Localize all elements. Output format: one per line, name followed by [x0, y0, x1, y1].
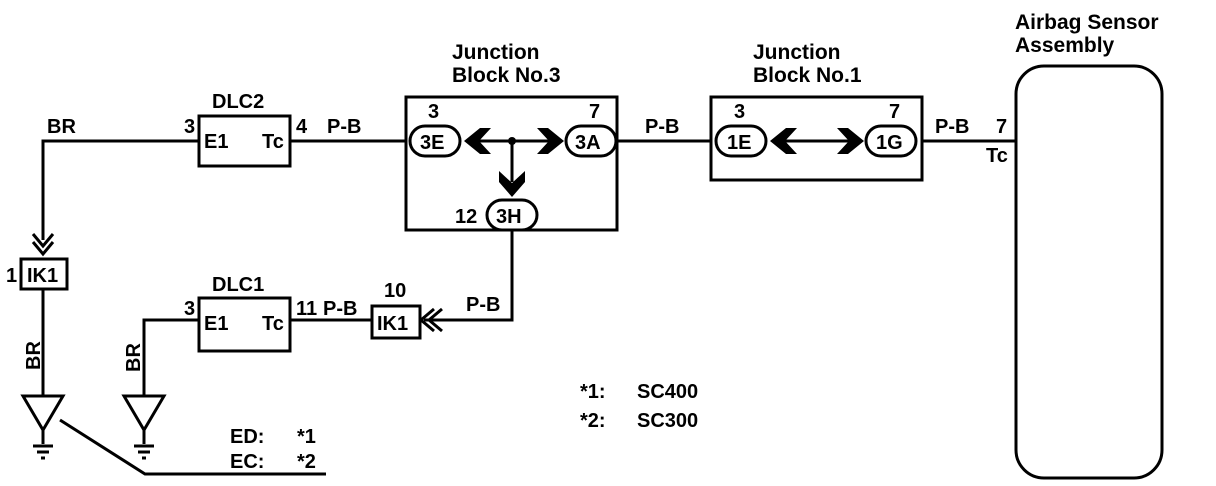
jb3-connector-3a-pin: 7: [589, 101, 600, 123]
jb3-chevron-right-icon: [537, 128, 564, 154]
jb3-connector-3a: [564, 124, 618, 158]
ground-note-ec-val: *2: [297, 451, 316, 473]
jb3-chevron-left-icon: [464, 128, 491, 154]
jb3-connector-3e-pin: 3: [428, 101, 439, 123]
jb1-title-line2: Block No.1: [753, 64, 862, 87]
wire-label-pb-3h-ik1: P-B: [466, 294, 500, 316]
jb3-connector-3h-label: 3H: [496, 206, 522, 228]
jb1-chevron-left-icon: [770, 128, 797, 154]
jb1-connector-1g-label: 1G: [876, 132, 903, 154]
jb3-connector-3h: [485, 198, 539, 232]
wire-label-br-left-vertical: BR: [23, 341, 45, 370]
jb3-title-line1: Junction: [452, 41, 540, 64]
jb3-connector-3e-label: 3E: [420, 132, 444, 154]
ik1-left-box: [19, 257, 69, 291]
jb3-connector-3e: [408, 124, 462, 158]
jb3-title-line2: Block No.3: [452, 64, 561, 87]
jb1-chevron-right-icon: [837, 128, 864, 154]
wire-label-br-dlc1-vertical: BR: [123, 343, 145, 372]
ik1-mid-label: IK1: [377, 313, 408, 335]
dlc2-title: DLC2: [212, 91, 264, 113]
ground-note-leader: [59, 418, 326, 476]
legend-row1-key: *1:: [580, 381, 606, 403]
ground-note-ed-key: ED:: [230, 426, 264, 448]
jb1-connector-1e-label: 1E: [727, 132, 751, 154]
dlc2-left-num: 3: [184, 116, 195, 138]
ground-note-ec-key: EC:: [230, 451, 264, 473]
jb1-connector-1g-pin: 7: [889, 101, 900, 123]
connector-arrow-ik1-left-inner: [31, 241, 55, 257]
dlc1-left-num: 3: [184, 298, 195, 320]
connector-arrow-ik1-left-outer: [31, 233, 55, 249]
airbag-pin-name: Tc: [986, 145, 1008, 167]
jb1-connector-1g: [864, 124, 918, 158]
wire-label-br-top: BR: [47, 116, 76, 138]
wire-label-pb-dlc1: P-B: [323, 298, 357, 320]
jb3-connector-3a-label: 3A: [575, 132, 601, 154]
ik1-mid-box: [370, 304, 422, 340]
wire-pb-3h-to-ik1: [424, 230, 514, 322]
wire-br-dlc2-to-ik1: [41, 139, 199, 240]
wire-label-pb-jb1-airbag: P-B: [935, 116, 969, 138]
wire-label-pb-dlc2: P-B: [327, 116, 361, 138]
airbag-pin-number: 7: [996, 116, 1007, 138]
ground-symbol-dlc1: [121, 394, 167, 460]
dlc1-box: [197, 296, 292, 353]
ground-note-ed-val: *1: [297, 426, 316, 448]
dlc2-box: [197, 114, 292, 168]
wire-label-pb-jb3-jb1: P-B: [645, 116, 679, 138]
jb1-title-line1: Junction: [753, 41, 841, 64]
airbag-sensor-assembly: [1014, 64, 1164, 480]
dlc1-pin-tc: Tc: [262, 313, 284, 335]
airbag-title-line2: Assembly: [1015, 34, 1115, 57]
dlc1-right-num: 11: [296, 298, 317, 320]
ik1-left-pin: 1: [6, 265, 17, 287]
legend-row2-key: *2:: [580, 410, 606, 432]
ik1-left-label: IK1: [27, 265, 58, 287]
jb3-splice-dot: [508, 137, 516, 145]
jb3-connector-3h-pin: 12: [455, 206, 477, 228]
dlc1-title: DLC1: [212, 274, 264, 296]
dlc2-pin-tc: Tc: [262, 131, 284, 153]
ik1-mid-pin: 10: [384, 280, 406, 302]
connector-arrow-ik1-mid-inner: [426, 307, 443, 333]
jb3-chevron-down-icon: [499, 171, 525, 197]
dlc2-pin-e1: E1: [204, 131, 228, 153]
legend-row1-value: SC400: [637, 381, 698, 403]
legend-row2-value: SC300: [637, 410, 698, 432]
jb1-connector-1e: [714, 124, 768, 158]
airbag-title-line1: Airbag Sensor: [1015, 11, 1159, 34]
ground-symbol-left: [20, 394, 66, 460]
wire-br-dlc1-to-ground: [142, 318, 199, 395]
dlc1-pin-e1: E1: [204, 313, 228, 335]
jb1-connector-1e-pin: 3: [734, 101, 745, 123]
dlc2-right-num: 4: [296, 116, 308, 138]
